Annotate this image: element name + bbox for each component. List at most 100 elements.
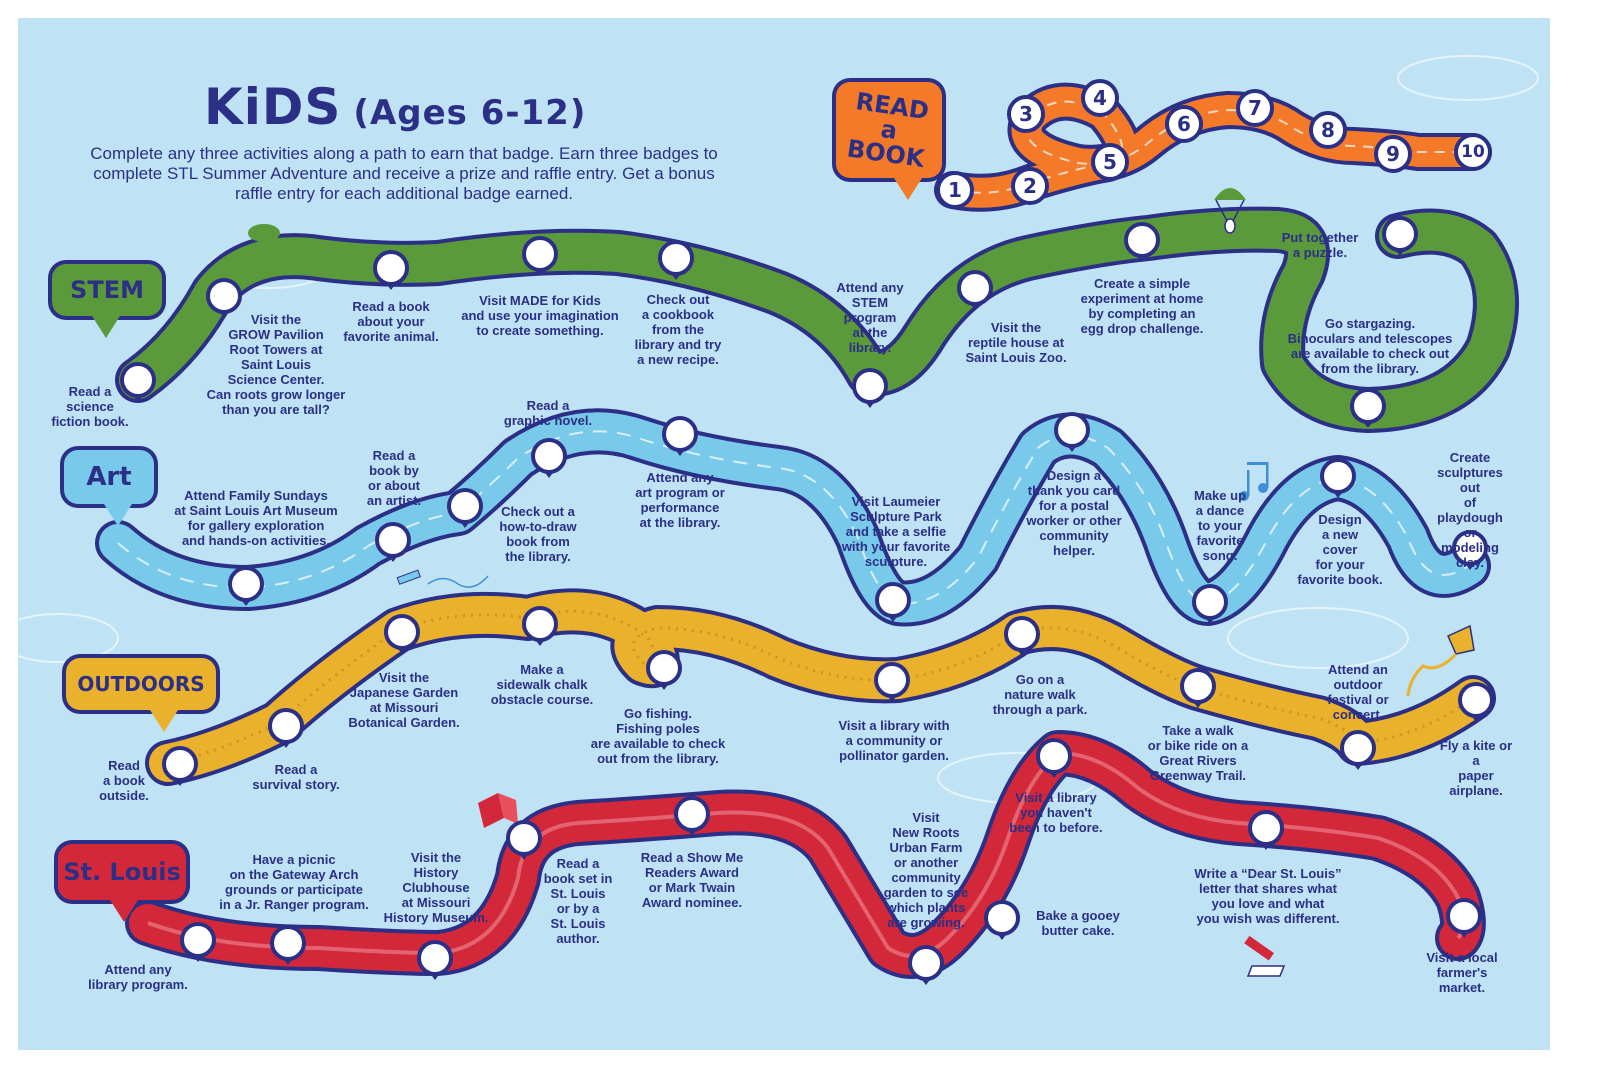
outdoors-activity-2: Read a survival story. [252, 762, 340, 792]
stem-badge: STEM [52, 264, 162, 338]
music-note-icon [1239, 462, 1269, 501]
stem-activity-5: Check out a cookbook from the library an… [634, 292, 722, 367]
art-stop-5[interactable] [662, 416, 698, 456]
stlouis-stop-10[interactable] [1446, 898, 1482, 938]
activity-board: KiDS(Ages 6-12) Complete any three activ… [18, 18, 1550, 1050]
outdoors-badge-label: OUTDOORS [77, 672, 205, 696]
readabook-step-10[interactable]: 10 [1454, 133, 1492, 171]
readabook-step-7[interactable]: 7 [1236, 89, 1274, 127]
outdoors-stop-3[interactable] [384, 614, 420, 654]
stem-stop-1[interactable] [120, 362, 156, 402]
art-stop-4[interactable] [531, 438, 567, 478]
stem-stop-5[interactable] [658, 240, 694, 280]
outdoors-activity-8: Take a walk or bike ride on a Great Rive… [1147, 723, 1249, 783]
stem-activity-4: Visit MADE for Kids and use your imagina… [461, 293, 619, 338]
stem-stop-6[interactable] [852, 368, 888, 408]
art-badge-label: Art [86, 462, 132, 492]
stem-stop-10[interactable] [1350, 388, 1386, 428]
stlouis-activity-3: Visit the History Clubhouse at Missouri … [383, 850, 489, 925]
readabook-step-6[interactable]: 6 [1165, 105, 1203, 143]
outdoors-stop-1[interactable] [162, 746, 198, 786]
outdoors-badge-tail [150, 710, 178, 732]
art-stop-3[interactable] [447, 488, 483, 528]
outdoors-stop-10[interactable] [1458, 682, 1494, 722]
crayon-icon [396, 569, 489, 588]
readabook-step-9[interactable]: 9 [1374, 135, 1412, 173]
art-activity-5: Attend any art program or performance at… [635, 470, 725, 530]
readabook-step-8[interactable]: 8 [1309, 111, 1347, 149]
readabook-step-3[interactable]: 3 [1007, 95, 1045, 133]
stem-activity-7: Visit the reptile house at Saint Louis Z… [965, 320, 1067, 365]
art-stop-1[interactable] [228, 566, 264, 606]
outdoors-badge: OUTDOORS [66, 658, 216, 732]
stlouis-activity-7: Bake a gooey butter cake. [1036, 908, 1120, 938]
readabook-step-2[interactable]: 2 [1011, 167, 1049, 205]
art-stop-6[interactable] [875, 582, 911, 622]
stlouis-stop-1[interactable] [180, 922, 216, 962]
kite-icon [1406, 624, 1475, 697]
intro-text: Complete any three activities along a pa… [90, 144, 718, 203]
outdoors-stop-6[interactable] [874, 662, 910, 702]
stlouis-stop-6[interactable] [908, 945, 944, 985]
stem-activity-8: Create a simple experiment at home by co… [1080, 276, 1204, 336]
art-activity-10: Create sculptures out of playdough or mo… [1437, 450, 1503, 570]
outdoors-activity-9: Attend an outdoor festival or concert. [1327, 662, 1389, 722]
stem-activity-6: Attend any STEM program at the library. [836, 280, 904, 355]
stem-stop-4[interactable] [522, 236, 558, 276]
outdoors-stop-2[interactable] [268, 708, 304, 748]
stlouis-stop-2[interactable] [270, 925, 306, 965]
stlouis-activity-1: Attend any library program. [88, 962, 188, 992]
readabook-badge-label: READ a BOOK [845, 87, 939, 174]
stlouis-stop-3[interactable] [417, 940, 453, 980]
art-stop-9[interactable] [1320, 458, 1356, 498]
stlouis-activity-5: Read a Show Me Readers Award or Mark Twa… [640, 850, 744, 910]
outdoors-activity-6: Visit a library with a community or poll… [838, 718, 950, 763]
stem-stop-7[interactable] [957, 270, 993, 310]
stlouis-activity-8: Visit a library you haven't been to befo… [1009, 790, 1103, 835]
outdoors-stop-4[interactable] [522, 606, 558, 646]
stem-activity-3: Read a book about your favorite animal. [343, 299, 439, 344]
art-activity-9: Design a new cover for your favorite boo… [1297, 512, 1383, 587]
stlouis-stop-5[interactable] [674, 796, 710, 836]
art-stop-7[interactable] [1054, 412, 1090, 452]
stem-activity-2: Visit the GROW Pavilion Root Towers at S… [206, 312, 346, 417]
readabook-badge-tail [894, 178, 922, 200]
readabook-step-1[interactable]: 1 [936, 171, 974, 209]
stlouis-stop-8[interactable] [1036, 738, 1072, 778]
book-icon [478, 793, 518, 828]
art-stop-8[interactable] [1192, 584, 1228, 624]
art-activity-3: Check out a how-to-draw book from the li… [499, 504, 577, 564]
stlouis-activity-6: Visit New Roots Urban Farm or another co… [883, 810, 969, 930]
art-badge-tail [104, 504, 132, 526]
stlouis-badge-label: St. Louis [63, 858, 181, 886]
art-activity-7: Design a thank you card for a postal wor… [1026, 468, 1122, 558]
stem-stop-3[interactable] [373, 250, 409, 290]
stlouis-stop-9[interactable] [1248, 810, 1284, 850]
outdoors-stop-7[interactable] [1004, 616, 1040, 656]
stem-badge-tail [92, 316, 120, 338]
stlouis-stop-7[interactable] [984, 900, 1020, 940]
stlouis-activity-10: Visit a local farmer's market. [1426, 950, 1498, 995]
art-stop-10[interactable] [1452, 530, 1488, 570]
outdoors-stop-8[interactable] [1180, 668, 1216, 708]
stem-activity-1: Read a science fiction book. [51, 384, 129, 429]
stem-stop-2[interactable] [206, 278, 242, 318]
outdoors-stop-9[interactable] [1340, 730, 1376, 770]
page-title: KiDS(Ages 6-12) [204, 78, 586, 136]
outdoors-activity-10: Fly a kite or a paper airplane. [1439, 738, 1513, 798]
title-text: KiDS [204, 78, 342, 136]
stem-stop-9[interactable] [1382, 216, 1418, 256]
tree-icon [248, 224, 280, 278]
readabook-step-5[interactable]: 5 [1091, 143, 1129, 181]
readabook-step-4[interactable]: 4 [1081, 79, 1119, 117]
art-stop-2[interactable] [375, 522, 411, 562]
stlouis-stop-4[interactable] [506, 820, 542, 860]
stem-stop-8[interactable] [1124, 222, 1160, 262]
stlouis-badge: St. Louis [58, 844, 186, 922]
art-activity-1: Attend Family Sundays at Saint Louis Art… [174, 488, 338, 548]
stlouis-activity-9: Write a “Dear St. Louis” letter that sha… [1194, 866, 1342, 926]
art-activity-4: Read a graphic novel. [503, 398, 593, 428]
outdoors-activity-5: Go fishing. Fishing poles are available … [590, 706, 726, 766]
parachute-icon [1214, 188, 1246, 234]
outdoors-stop-5[interactable] [646, 650, 682, 690]
